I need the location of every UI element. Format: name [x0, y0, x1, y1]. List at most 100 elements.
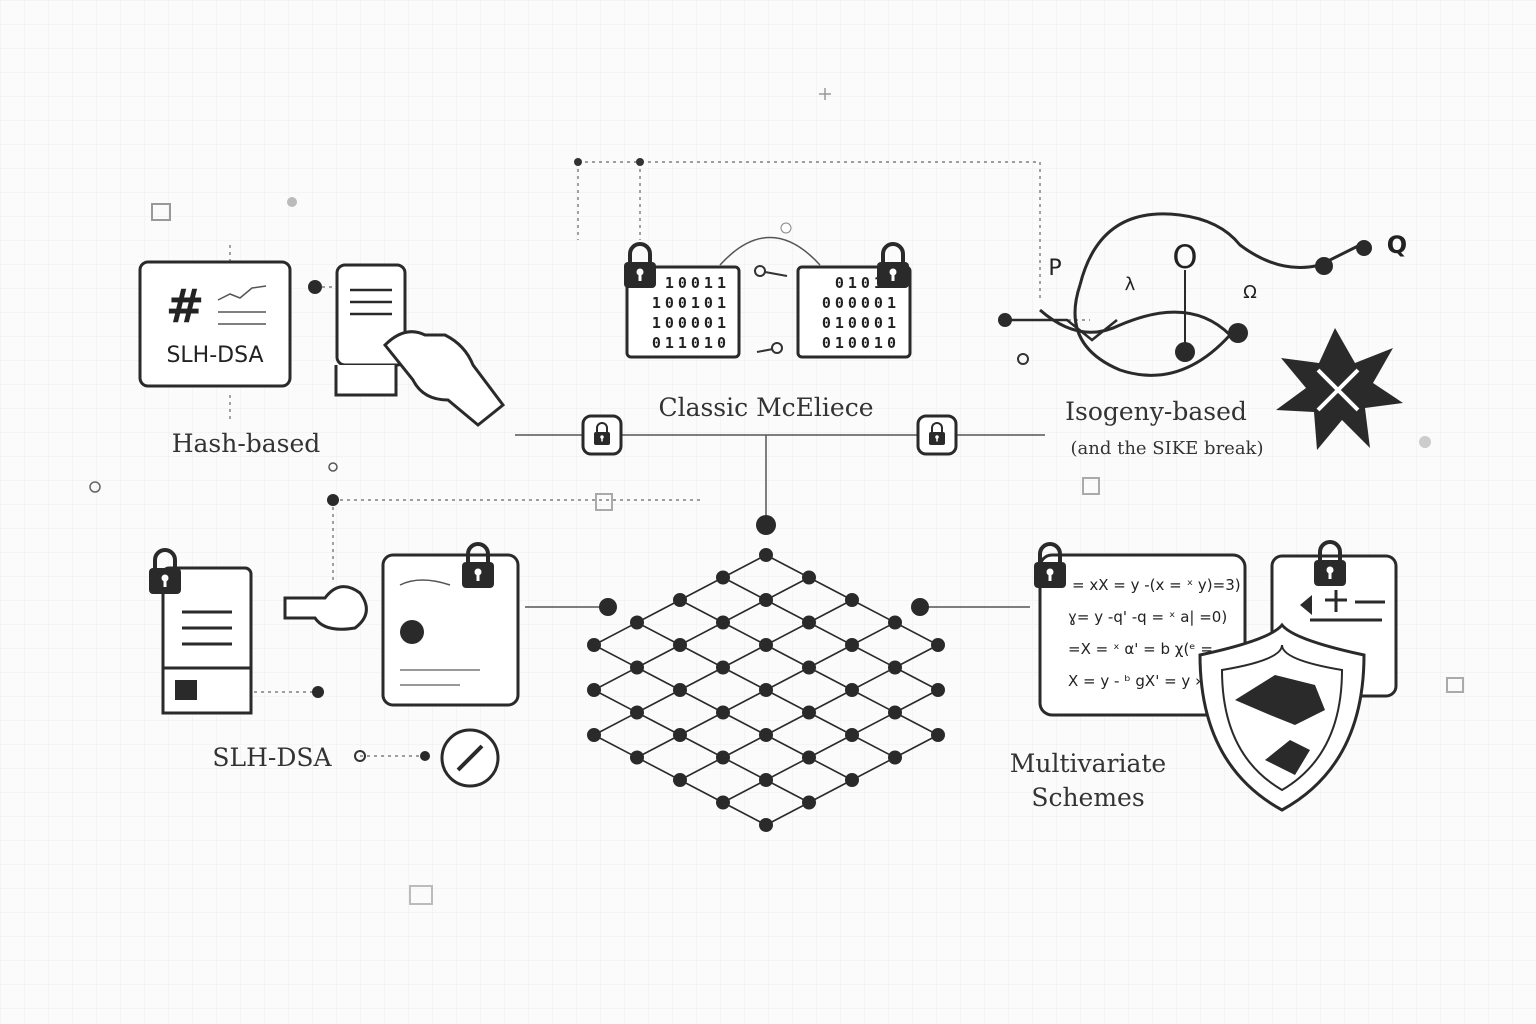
- lattice-edge: [851, 756, 896, 781]
- point-omega: Ω: [1243, 282, 1257, 303]
- lattice-edge: [722, 666, 767, 691]
- lattice-node: [931, 638, 945, 652]
- sike-break-label: (and the SIKE break): [1071, 438, 1264, 459]
- lattice-node: [845, 638, 859, 652]
- lattice-edge: [894, 621, 939, 646]
- lattice-edge: [765, 644, 810, 669]
- lattice-edge: [593, 621, 638, 646]
- lattice-edge: [808, 621, 853, 646]
- lattice-edge: [679, 621, 724, 646]
- lattice-edge: [851, 689, 896, 714]
- lattice-edge: [765, 734, 810, 759]
- lattice-edge: [722, 801, 767, 826]
- lattice-edge: [679, 711, 724, 736]
- lattice-node: [759, 773, 773, 787]
- isogeny-group: P O Q Ω λ Isogeny-based (and the SIKE br…: [1005, 212, 1407, 459]
- lattice-edge: [636, 689, 681, 714]
- slh-dsa-group: SLH-DSA: [147, 542, 520, 788]
- slh-dsa-card-label: SLH-DSA: [166, 343, 263, 368]
- schemes-label: Schemes: [1031, 783, 1144, 812]
- hand-pointer-icon: [382, 330, 506, 427]
- lattice-edge: [722, 644, 767, 669]
- lattice-edge: [679, 666, 724, 691]
- lattice-edge: [722, 599, 767, 624]
- matrix-row: 010001: [822, 314, 900, 332]
- lattice-node: [802, 570, 816, 585]
- lattice-edge: [679, 689, 724, 714]
- lattice-edge: [722, 554, 767, 579]
- lattice-node: [759, 548, 773, 562]
- lattice-node: [759, 728, 773, 742]
- lattice-edge: [722, 621, 767, 646]
- multivariate-label: Multivariate: [1010, 749, 1166, 778]
- lattice-node: [845, 593, 859, 607]
- hash-based-group: # SLH-DSA Hash-based: [138, 260, 506, 458]
- lattice-edge: [593, 689, 638, 714]
- lattice-edge: [722, 576, 767, 601]
- point-p: P: [1048, 256, 1061, 281]
- lattice-edge: [808, 779, 853, 804]
- equation-line: = xX = y -(x = ˣ y)=3): [1072, 576, 1241, 594]
- lattice-edge: [765, 756, 810, 781]
- lattice-node: [845, 728, 859, 742]
- connector-lines: [89, 88, 1464, 905]
- mceliece-group: 1001110010110000101101001010000001010001…: [581, 222, 958, 535]
- lattice-node: [888, 660, 902, 675]
- lattice-edge: [679, 779, 724, 804]
- puzzle-icon: [1235, 675, 1325, 775]
- lattice-node: [931, 728, 945, 742]
- lattice-node: [802, 660, 816, 675]
- lattice-node: [716, 750, 730, 765]
- matrix-row: 100101: [652, 294, 730, 312]
- lattice-node: [845, 683, 859, 697]
- matrix-row: 10011: [665, 274, 730, 292]
- slh-dsa-label: SLH-DSA: [212, 743, 332, 772]
- lattice-edge: [765, 599, 810, 624]
- lattice-edge: [722, 734, 767, 759]
- lattice-edge: [722, 779, 767, 804]
- lattice-edge: [894, 711, 939, 736]
- lattice-node: [911, 598, 929, 616]
- lattice-node: [759, 593, 773, 607]
- lattice-edge: [851, 711, 896, 736]
- lattice-edge: [765, 621, 810, 646]
- lattice-edge: [679, 644, 724, 669]
- lattice-edge: [851, 599, 896, 624]
- lattice-node: [673, 638, 687, 652]
- lattice-node: [888, 750, 902, 765]
- lattice-edge: [722, 689, 767, 714]
- lattice-node: [673, 683, 687, 697]
- lattice-edge: [765, 576, 810, 601]
- hash-based-label: Hash-based: [172, 429, 321, 458]
- equation-line: X = y - ᵇ gX' = y ›: [1068, 672, 1201, 690]
- lattice-node: [716, 570, 730, 585]
- lattice-edge: [636, 756, 681, 781]
- equations-card: [1038, 553, 1247, 717]
- matrix-row: 011010: [652, 334, 730, 352]
- matrix-card-right: [796, 265, 912, 359]
- lattice-node: [630, 705, 644, 720]
- lattice-edge: [808, 711, 853, 736]
- lattice-edge: [808, 576, 853, 601]
- mceliece-label: Classic McEliece: [658, 393, 873, 422]
- lattice-edge: [636, 666, 681, 691]
- lattice-edge: [679, 576, 724, 601]
- lattice-edge: [894, 666, 939, 691]
- lattice-node: [587, 683, 601, 697]
- lattice-edge: [636, 599, 681, 624]
- lattice-edge: [808, 734, 853, 759]
- matrix-row: 000001: [822, 294, 900, 312]
- lattice-edge: [894, 734, 939, 759]
- lattice-node: [673, 773, 687, 787]
- lattice-node: [888, 615, 902, 630]
- lattice-node: [673, 728, 687, 742]
- lattice-edge: [722, 756, 767, 781]
- lattice-edge: [593, 666, 638, 691]
- lattice-edge: [851, 644, 896, 669]
- lattice-node: [931, 683, 945, 697]
- chart-line-icon: [217, 285, 267, 325]
- lattice-edge: [679, 599, 724, 624]
